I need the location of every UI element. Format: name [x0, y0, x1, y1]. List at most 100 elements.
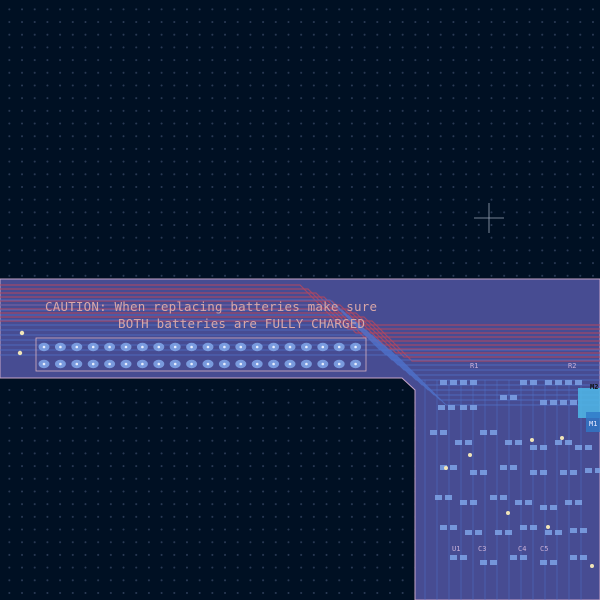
ref-designator-r1: R1 [470, 362, 479, 370]
header-pin-hole [42, 362, 46, 366]
smd-pad [450, 525, 457, 530]
smd-pad [445, 495, 452, 500]
smd-pad [575, 380, 582, 385]
header-pin-hole [75, 345, 79, 349]
header-pin-hole [255, 362, 259, 366]
smd-pad [530, 470, 537, 475]
board-outline [0, 278, 600, 600]
smd-pad [480, 430, 487, 435]
smd-pad [520, 380, 527, 385]
header-pin-hole [272, 345, 275, 349]
smd-pad [580, 528, 587, 533]
smd-pad [495, 530, 502, 535]
smd-pad [530, 380, 537, 385]
smd-pad [470, 500, 477, 505]
module-m1-highlight[interactable] [586, 412, 600, 432]
header-pin-hole [141, 362, 144, 366]
copper-trace [0, 312, 600, 354]
header-pin-hole [337, 362, 341, 366]
via-dot [468, 453, 472, 457]
ref-designator-c3: C3 [478, 545, 487, 553]
smd-pad [550, 560, 557, 565]
header-pin-hole [206, 345, 210, 349]
header-pin-hole [141, 345, 144, 349]
smd-pad [585, 468, 592, 473]
header-pin-hole [173, 362, 177, 366]
header-pin-hole [91, 345, 95, 349]
header-footprint-outline [35, 337, 367, 372]
smd-pad [490, 495, 497, 500]
smd-pad [455, 440, 462, 445]
pin-header[interactable] [38, 342, 362, 369]
smd-pad [460, 380, 467, 385]
ref-designator-c5: C5 [540, 545, 549, 553]
copper-trace [0, 334, 600, 386]
header-pin-hole [190, 345, 193, 349]
smd-pad [500, 395, 507, 400]
via-dot [590, 564, 594, 568]
smd-pad [565, 500, 572, 505]
smd-pad [555, 380, 562, 385]
header-pin-hole [157, 362, 161, 366]
smd-pad [470, 380, 477, 385]
smd-pad [440, 430, 447, 435]
header-pin-hole [124, 362, 128, 366]
header-pin-hole [59, 362, 62, 366]
header-pin-hole [288, 362, 292, 366]
header-pin-hole [305, 362, 308, 366]
header-pin-hole [59, 345, 62, 349]
smd-pad [515, 500, 522, 505]
smd-pad [510, 465, 517, 470]
header-pin-hole [255, 345, 259, 349]
header-pin-hole [91, 362, 95, 366]
smd-pad [490, 560, 497, 565]
smd-pad [450, 380, 457, 385]
header-pin-hole [305, 345, 308, 349]
smd-pad [580, 555, 587, 560]
smd-pad [470, 470, 477, 475]
smd-pad [540, 445, 547, 450]
smd-pad [435, 495, 442, 500]
smd-pad [438, 405, 445, 410]
smd-pad [440, 465, 447, 470]
smd-pad [460, 405, 467, 410]
smd-pad [585, 445, 592, 450]
smd-pad [460, 555, 467, 560]
via-dot [530, 438, 534, 442]
smd-pad [555, 440, 562, 445]
smd-pad [575, 445, 582, 450]
smd-pad [475, 530, 482, 535]
header-pin-hole [354, 345, 357, 349]
smd-pad [450, 555, 457, 560]
smd-pad [560, 470, 567, 475]
header-pin-hole [223, 345, 226, 349]
component-area [430, 380, 600, 568]
smd-pad [500, 495, 507, 500]
via-dot [560, 436, 564, 440]
smd-pad [470, 405, 477, 410]
copper-trace [0, 320, 600, 362]
via-dot [506, 511, 510, 515]
smd-pad [520, 525, 527, 530]
module-m2-highlight[interactable] [578, 388, 600, 418]
header-pin-hole [124, 345, 128, 349]
header-pin-hole [75, 362, 79, 366]
smd-pad [460, 500, 467, 505]
smd-pad [530, 445, 537, 450]
copper-trace [0, 316, 600, 358]
crosshair-cursor-icon [474, 203, 504, 233]
smd-pad [550, 505, 557, 510]
header-pin-hole [288, 345, 292, 349]
smd-pad [510, 395, 517, 400]
smd-pad [510, 555, 517, 560]
silkscreen-caution-line2: BOTH batteries are FULLY CHARGED [118, 316, 366, 331]
smd-pad [540, 505, 547, 510]
header-pin-hole [206, 362, 210, 366]
header-pin-hole [321, 362, 325, 366]
smd-pad [545, 380, 552, 385]
smd-pad [448, 405, 455, 410]
smd-pad [540, 400, 547, 405]
smd-pad [465, 440, 472, 445]
